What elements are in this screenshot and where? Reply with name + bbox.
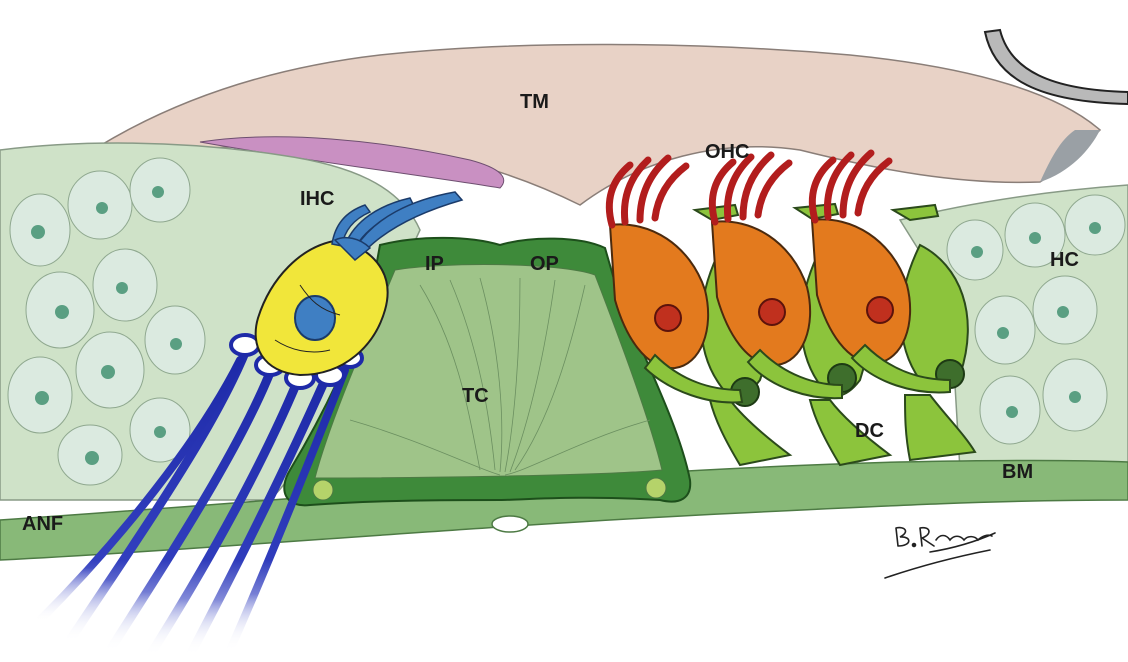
label-anf: ANF — [22, 513, 63, 535]
label-bm: BM — [1002, 461, 1033, 483]
label-ip: IP — [425, 253, 444, 275]
label-ihc: IHC — [300, 188, 334, 210]
label-tc: TC — [462, 385, 489, 407]
label-op: OP — [530, 253, 559, 275]
bottom-fade — [0, 560, 1128, 662]
label-tm: TM — [520, 91, 549, 113]
label-ohc: OHC — [705, 141, 749, 163]
label-dc: DC — [855, 420, 884, 442]
label-hc: HC — [1050, 249, 1079, 271]
